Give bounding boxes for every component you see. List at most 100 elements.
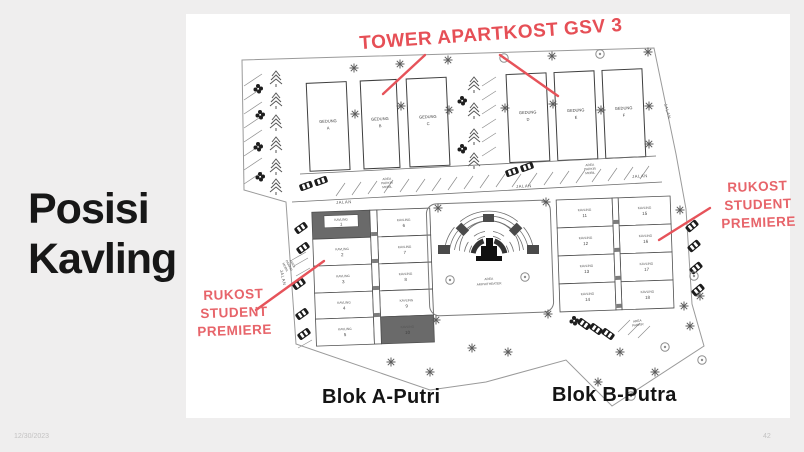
svg-text:16: 16 (643, 239, 649, 244)
svg-text:E: E (575, 115, 578, 120)
rukost-label-right: RUKOST STUDENT PREMIERE (721, 177, 797, 232)
rukost-label-left: RUKOST STUDENT PREMIERE (197, 285, 273, 340)
svg-text:3: 3 (342, 279, 345, 284)
svg-text:KAVLING: KAVLING (397, 218, 411, 222)
tower-arrow-left (381, 53, 427, 96)
page-title: Posisi Kavling (28, 184, 198, 284)
footer-page-number: 42 (763, 433, 771, 440)
svg-text:5: 5 (344, 332, 347, 337)
annotation-arrows (254, 53, 712, 312)
parking-strip: AREA PARKIR MOBIL AREA PARKIR MOBIL (291, 155, 663, 203)
amphitheater-label: AREA AMPHITHEATER (477, 277, 503, 287)
svg-text:9: 9 (405, 303, 408, 308)
amphitheater: AREA AMPHITHEATER (425, 199, 555, 317)
jalan-label: JALAN (516, 183, 532, 189)
svg-text:KAVLING: KAVLING (338, 327, 352, 331)
gedung-a (305, 81, 351, 172)
blok-a-label: Blok A-Putri (322, 386, 441, 408)
gedung-f-label: GEDUNG (615, 105, 633, 111)
svg-text:2: 2 (341, 252, 344, 257)
gedung-c-label: GEDUNG (419, 114, 437, 120)
svg-text:13: 13 (584, 269, 590, 274)
siteplan-panel: GEDUNG A GEDUNG B GEDUNG C GEDUNG D GEDU… (186, 14, 796, 418)
svg-text:B: B (379, 123, 382, 128)
page-title-line2: Kavling (28, 235, 177, 283)
svg-text:KAVLING: KAVLING (581, 292, 595, 296)
left-road (243, 70, 283, 196)
svg-text:AREA: AREA (382, 177, 392, 181)
svg-text:MOBIL: MOBIL (281, 262, 289, 273)
site-boundary (241, 47, 705, 407)
svg-text:KAVLING: KAVLING (639, 234, 653, 238)
svg-text:KAVLING: KAVLING (638, 206, 652, 210)
parking-label-1: AREA PARKIR MOBIL (381, 177, 394, 190)
kavling-1-tag (323, 214, 359, 229)
svg-text:AREA: AREA (633, 318, 643, 323)
svg-text:KAVLING: KAVLING (335, 247, 349, 251)
tower-arrow-right (498, 53, 560, 98)
jalan-label: JALAN (279, 269, 287, 286)
svg-text:11: 11 (582, 213, 587, 218)
jalan-label: JALAN (336, 199, 352, 205)
svg-text:KAVLING: KAVLING (400, 298, 414, 302)
svg-text:F: F (623, 112, 626, 117)
parking-label-3: AREA PARKIR MOBIL (281, 259, 297, 273)
gedung-c (405, 76, 451, 168)
blok-b: KAVLING 11 KAVLING 12 KAVLING 13 KAVLING… (555, 195, 675, 313)
svg-text:PARKIR: PARKIR (284, 259, 293, 272)
svg-text:6: 6 (403, 223, 406, 228)
road-labels: JALAN JALAN JALAN JALAN JALAN (279, 103, 672, 286)
svg-text:KAVLING: KAVLING (640, 262, 654, 266)
parking-label-4: AREA PARKIR (632, 318, 645, 328)
page-title-line1: Posisi (28, 185, 150, 233)
svg-text:PARKIR: PARKIR (584, 167, 597, 172)
stage (476, 238, 502, 261)
svg-text:MOBIL: MOBIL (382, 185, 392, 190)
svg-text:8: 8 (404, 277, 407, 282)
svg-text:KAVLING: KAVLING (641, 290, 655, 294)
svg-text:17: 17 (644, 267, 650, 272)
trees-top (349, 47, 654, 170)
gedung-b (359, 78, 401, 170)
svg-text:KAVLING: KAVLING (337, 300, 351, 304)
svg-text:MOBIL: MOBIL (585, 171, 595, 176)
svg-text:14: 14 (585, 297, 591, 302)
svg-text:15: 15 (642, 211, 648, 216)
svg-text:AREA: AREA (585, 163, 595, 167)
blok-b-parking: AREA PARKIR (576, 219, 706, 341)
blok-b-label: Blok B-Putra (552, 384, 677, 406)
svg-text:KAVLING: KAVLING (580, 264, 594, 268)
blok-a: KAVLING 1 KAVLING 2 KAVLING 3 KAVLING 4 … (311, 207, 435, 347)
svg-text:10: 10 (405, 330, 411, 335)
svg-text:KAVLING: KAVLING (334, 217, 348, 221)
parking-label-2: AREA PARKIR MOBIL (584, 163, 597, 176)
blok-a-parking: AREA PARKIR MOBIL (281, 221, 313, 349)
jalan-label: JALAN (663, 103, 672, 120)
svg-text:4: 4 (343, 306, 346, 311)
svg-text:PARKIR: PARKIR (381, 181, 394, 186)
svg-text:D: D (526, 117, 529, 122)
svg-text:KAVLING: KAVLING (579, 236, 593, 240)
svg-text:KAVLING: KAVLING (398, 245, 412, 249)
svg-text:AREA: AREA (289, 259, 297, 269)
gedung-d-label: GEDUNG (519, 109, 537, 115)
svg-text:AMPHITHEATER: AMPHITHEATER (477, 281, 503, 286)
rukost-arrow-left (254, 259, 326, 312)
blok-b-alley (611, 197, 623, 311)
svg-text:1: 1 (340, 222, 343, 227)
svg-text:PARKIR: PARKIR (632, 322, 645, 328)
jalan-label: JALAN (632, 173, 648, 179)
svg-text:12: 12 (583, 241, 589, 246)
svg-text:18: 18 (645, 295, 651, 300)
svg-text:A: A (327, 125, 330, 130)
svg-text:KAVLING: KAVLING (336, 274, 350, 278)
svg-text:7: 7 (403, 250, 406, 255)
siteplan-drawing: GEDUNG A GEDUNG B GEDUNG C GEDUNG D GEDU… (241, 47, 712, 407)
svg-text:KAVLING: KAVLING (401, 325, 415, 329)
svg-text:AREA: AREA (484, 277, 494, 281)
rukost-arrow-right (657, 206, 712, 242)
gedung-b-label: GEDUNG (371, 116, 389, 122)
svg-text:KAVLING: KAVLING (399, 272, 413, 276)
svg-text:C: C (427, 121, 430, 126)
footer-date: 12/30/2023 (14, 433, 50, 440)
